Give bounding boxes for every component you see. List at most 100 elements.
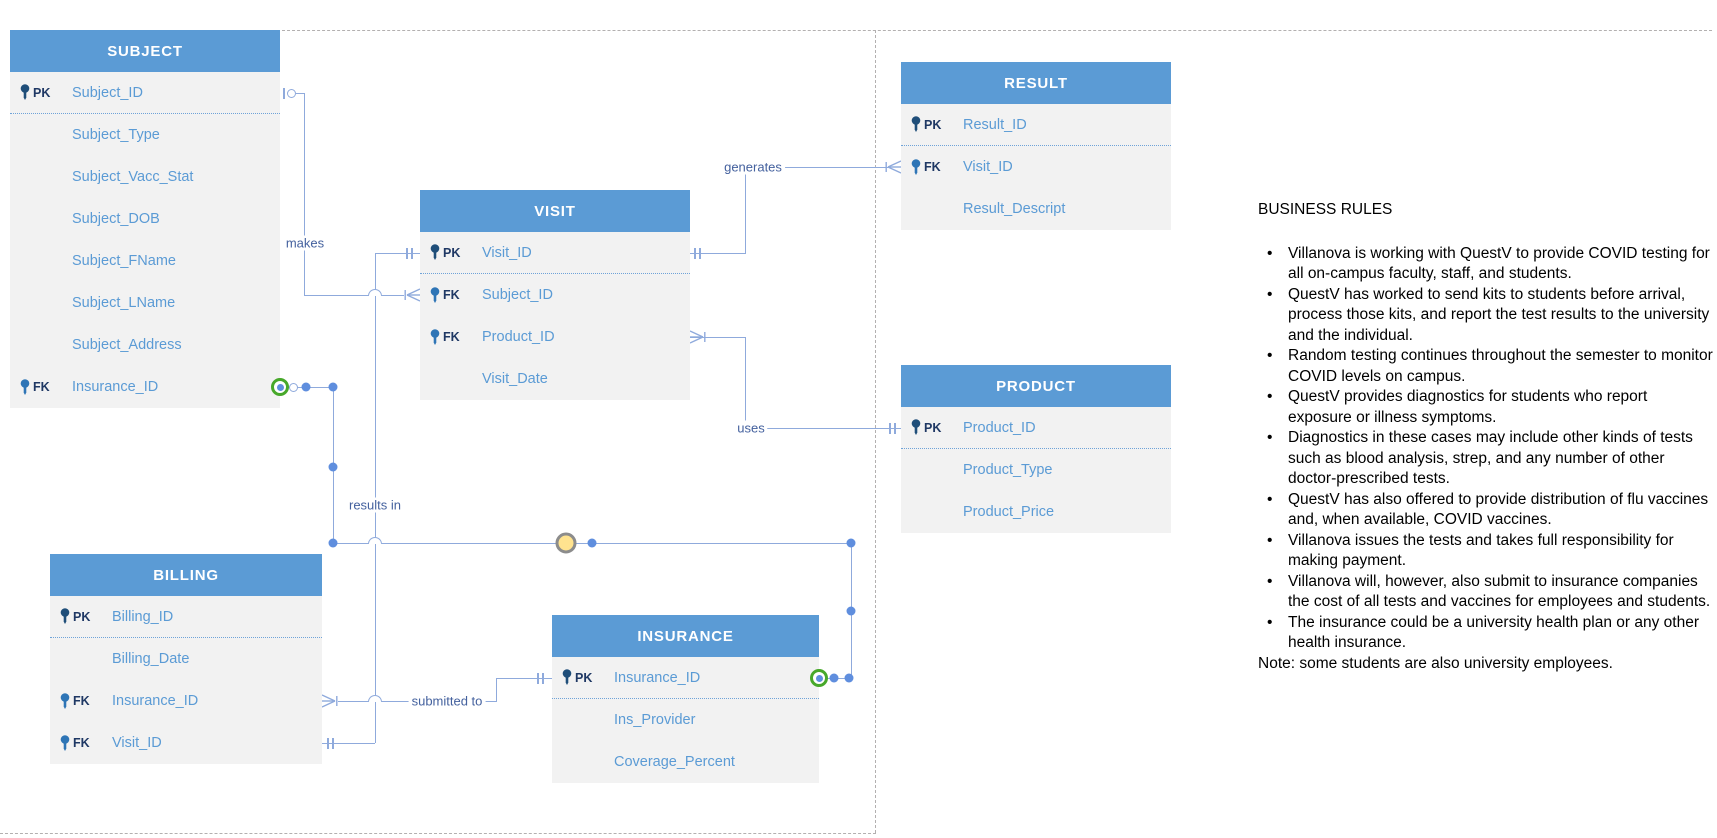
entity-row[interactable]: FK Subject_ID: [420, 274, 690, 316]
bullet-marker: [1258, 387, 1288, 428]
entity-row[interactable]: FK Visit_ID: [901, 146, 1171, 188]
connection-point-handle[interactable]: [555, 532, 577, 554]
entity-row[interactable]: Subject_DOB: [10, 198, 280, 240]
connector-makes-segment[interactable]: [296, 93, 305, 95]
entity-result[interactable]: RESULT PK Result_ID FK Visit_ID Result_D…: [901, 62, 1171, 230]
vertex-handle[interactable]: [328, 462, 338, 472]
connector-uses-segment[interactable]: [745, 337, 747, 429]
entity-row[interactable]: Coverage_Percent: [552, 741, 819, 783]
connector-submitted-to-segment[interactable]: [496, 678, 498, 702]
entity-row[interactable]: Visit_Date: [420, 358, 690, 400]
connector-generates-segment[interactable]: [745, 167, 747, 254]
entity-row[interactable]: Product_Price: [901, 491, 1171, 533]
entity-row[interactable]: Product_Type: [901, 449, 1171, 491]
entity-billing[interactable]: BILLING PK Billing_ID Billing_Date FK In…: [50, 554, 322, 764]
relationship-label-submitted-to[interactable]: submitted to: [408, 693, 486, 709]
connector-results-in-segment[interactable]: [375, 253, 420, 255]
foreign-key-icon: [429, 286, 443, 304]
relationship-label-makes[interactable]: makes: [282, 235, 328, 251]
vertex-handle[interactable]: [829, 673, 839, 683]
connector-makes-segment[interactable]: [304, 93, 306, 296]
field-name: Subject_LName: [72, 295, 176, 311]
line-hop-arc: [368, 288, 382, 296]
cardinality-tick: [283, 87, 285, 99]
connector-submitted-to-segment[interactable]: [338, 701, 368, 703]
field-name: Subject_Address: [72, 337, 182, 353]
relationship-label-uses[interactable]: uses: [734, 420, 768, 436]
cardinality-tick: [894, 422, 896, 434]
page-break-line-bottom: [0, 833, 876, 834]
vertex-handle[interactable]: [844, 673, 854, 683]
connector-insurance-segment[interactable]: [333, 543, 368, 545]
entity-row[interactable]: PK Billing_ID: [50, 596, 322, 638]
entity-title: VISIT: [420, 190, 690, 232]
entity-row[interactable]: PK Visit_ID: [420, 232, 690, 274]
entity-row[interactable]: Ins_Provider: [552, 699, 819, 741]
entity-row[interactable]: Subject_Type: [10, 114, 280, 156]
vertex-handle[interactable]: [328, 382, 338, 392]
vertex-handle[interactable]: [301, 382, 311, 392]
cardinality-tick: [332, 737, 334, 749]
field-name: Result_Descript: [963, 201, 1066, 217]
bullet-marker: [1258, 490, 1288, 531]
field-name: Ins_Provider: [614, 712, 696, 728]
field-name: Subject_ID: [72, 84, 143, 101]
business-rule-item: Villanova issues the tests and takes ful…: [1258, 531, 1714, 572]
connector-submitted-to-segment[interactable]: [496, 678, 552, 680]
key-label: FK: [924, 160, 941, 174]
entity-row[interactable]: Subject_LName: [10, 282, 280, 324]
business-rule-item: The insurance could be a university heal…: [1258, 613, 1714, 654]
connector-makes-segment[interactable]: [382, 295, 404, 297]
entity-visit[interactable]: VISIT PK Visit_ID FK Subject_ID FK Produ…: [420, 190, 690, 400]
bullet-marker: [1258, 531, 1288, 572]
entity-product[interactable]: PRODUCT PK Product_ID Product_Type Produ…: [901, 365, 1171, 533]
entity-row[interactable]: Billing_Date: [50, 638, 322, 680]
entity-row[interactable]: FK Product_ID: [420, 316, 690, 358]
vertex-handle[interactable]: [846, 538, 856, 548]
relationship-label-generates[interactable]: generates: [721, 159, 785, 175]
vertex-handle[interactable]: [846, 606, 856, 616]
connector-makes-segment[interactable]: [304, 295, 368, 297]
entity-row[interactable]: FK Insurance_ID: [10, 366, 280, 408]
bullet-marker: [1258, 428, 1288, 490]
field-name: Product_Type: [963, 462, 1053, 478]
field-name: Subject_Type: [72, 127, 160, 143]
connector-insurance-segment[interactable]: [382, 543, 852, 545]
field-name: Insurance_ID: [72, 379, 159, 395]
endpoint-handle-end[interactable]: [810, 669, 828, 687]
connector-generates-segment[interactable]: [690, 253, 746, 255]
vertex-handle[interactable]: [587, 538, 597, 548]
crow-foot-many-icon: [404, 288, 420, 302]
entity-row[interactable]: PK Product_ID: [901, 407, 1171, 449]
entity-row[interactable]: Subject_FName: [10, 240, 280, 282]
cardinality-tick: [542, 672, 544, 684]
field-name: Product_ID: [482, 329, 555, 345]
connector-generates-segment[interactable]: [745, 167, 888, 169]
endpoint-handle-begin[interactable]: [271, 378, 289, 396]
connector-uses-segment[interactable]: [745, 428, 901, 430]
entity-row[interactable]: PK Subject_ID: [10, 72, 280, 114]
connector-results-in-segment[interactable]: [322, 743, 375, 745]
entity-row[interactable]: FK Visit_ID: [50, 722, 322, 764]
key-label: FK: [73, 736, 90, 750]
connector-uses-segment[interactable]: [690, 337, 746, 339]
field-name: Product_Price: [963, 504, 1055, 520]
foreign-key-icon: [429, 328, 443, 346]
business-rule-item: Villanova is working with QuestV to prov…: [1258, 244, 1714, 285]
entity-row[interactable]: Result_Descript: [901, 188, 1171, 230]
entity-row[interactable]: PK Result_ID: [901, 104, 1171, 146]
entity-subject[interactable]: SUBJECT PK Subject_ID Subject_Type Subje…: [10, 30, 280, 408]
relationship-label-results-in[interactable]: results in: [345, 497, 405, 513]
entity-row[interactable]: FK Insurance_ID: [50, 680, 322, 722]
cardinality-tick: [699, 247, 701, 259]
field-name: Insurance_ID: [112, 693, 199, 709]
entity-row[interactable]: Subject_Address: [10, 324, 280, 366]
cardinality-tick: [889, 422, 891, 434]
entity-row[interactable]: Subject_Vacc_Stat: [10, 156, 280, 198]
primary-key-icon: [59, 608, 73, 625]
field-name: Visit_ID: [112, 735, 162, 751]
vertex-handle[interactable]: [328, 538, 338, 548]
entity-row[interactable]: PK Insurance_ID: [552, 657, 819, 699]
entity-insurance[interactable]: INSURANCE PK Insurance_ID Ins_Provider C…: [552, 615, 819, 783]
